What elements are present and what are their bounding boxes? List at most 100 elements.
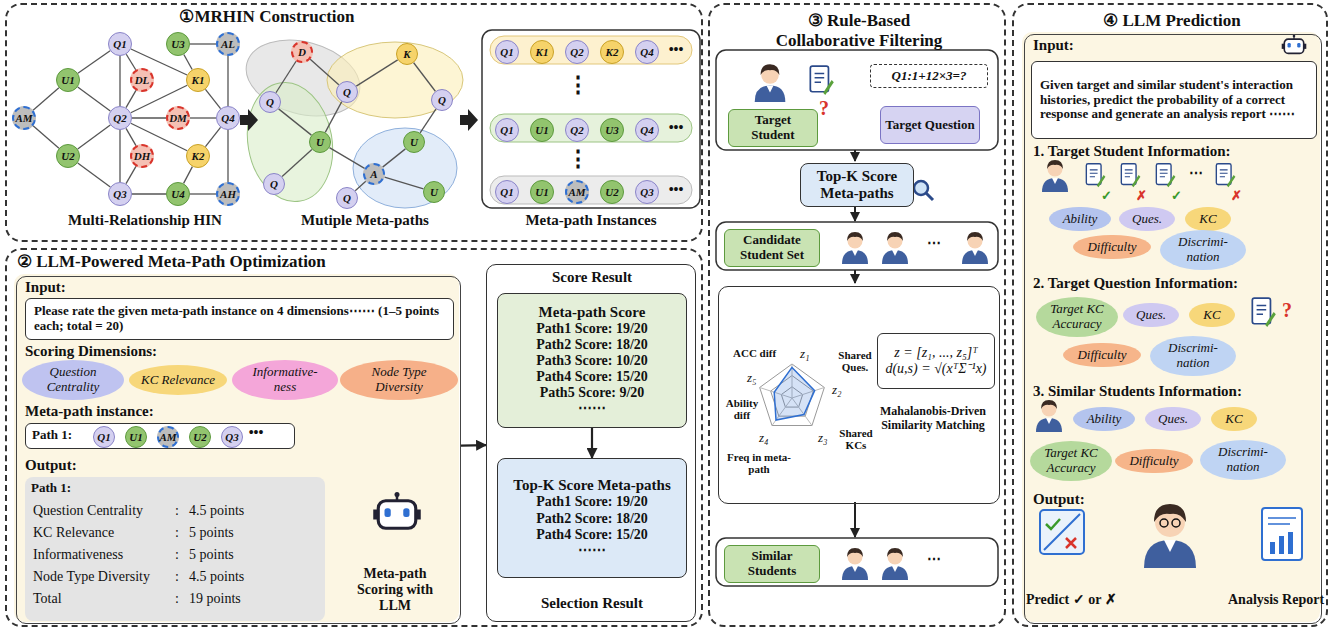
graph-node: U bbox=[309, 131, 331, 153]
node-text: Informativeness bbox=[33, 547, 123, 563]
graph-node: U3 bbox=[166, 32, 190, 56]
label-text: ✓ bbox=[1099, 189, 1113, 202]
question-tag: Target Question bbox=[880, 106, 980, 144]
node-text: Similar Students bbox=[728, 549, 816, 579]
instance-rows bbox=[490, 176, 692, 204]
node-text: Q3 bbox=[225, 431, 238, 444]
graph-link bbox=[190, 193, 216, 194]
node-text: : bbox=[175, 591, 179, 607]
node-text: Output: bbox=[25, 457, 77, 474]
node-text: U2 bbox=[61, 150, 74, 163]
meta-path-ovals bbox=[238, 76, 342, 209]
graph-node: U2 bbox=[600, 180, 624, 204]
prediction-icons bbox=[1086, 164, 1105, 187]
node-text: Ques. bbox=[1136, 308, 1166, 323]
student-icons bbox=[962, 232, 988, 264]
node-text: Question Centrality bbox=[30, 365, 116, 395]
graph-link bbox=[385, 177, 424, 189]
feature-ellipse: Difficulty bbox=[1063, 343, 1141, 368]
node-text: U1 bbox=[535, 186, 548, 199]
feature-ellipse: Difficulty bbox=[1115, 449, 1193, 474]
graph-link bbox=[310, 59, 339, 84]
node-text: z₂ bbox=[832, 383, 842, 398]
prediction-icons bbox=[1172, 519, 1180, 527]
flow-arrow bbox=[591, 428, 593, 458]
label-text: ⋮ bbox=[567, 74, 583, 96]
prompt-box: Please rate the given meta-path instance… bbox=[25, 298, 454, 340]
graph-link bbox=[205, 89, 220, 108]
graph-link bbox=[126, 128, 136, 145]
node-text: 5 points bbox=[189, 525, 234, 541]
instance-rows bbox=[482, 30, 700, 208]
node-text: KC Relevance bbox=[33, 525, 114, 541]
student-icons bbox=[842, 548, 868, 580]
feature-ellipse: KC bbox=[1211, 407, 1257, 432]
node-text: KC bbox=[1203, 308, 1220, 323]
prediction-icons bbox=[1252, 298, 1275, 327]
node-text: Selection Result bbox=[487, 595, 697, 612]
node-text: U bbox=[430, 186, 438, 199]
node-text: Target Student bbox=[732, 113, 814, 143]
prediction-icons bbox=[1156, 164, 1175, 187]
node-text: U3 bbox=[605, 124, 618, 137]
node-text: Q3 bbox=[113, 188, 126, 201]
student-icons bbox=[755, 64, 786, 102]
node-text: Q bbox=[438, 94, 446, 107]
node-text: Path4 Score: 15/20 bbox=[536, 527, 648, 543]
graph-node: D bbox=[291, 41, 313, 63]
node-text: Meta-path Score bbox=[539, 304, 646, 321]
label-text: ? bbox=[817, 98, 831, 118]
feature-ellipse: Difficulty bbox=[1073, 235, 1151, 260]
graph-node: Q3 bbox=[635, 180, 659, 204]
node-text: Path1 Score: 19/20 bbox=[536, 321, 648, 337]
label-text: ••• bbox=[660, 182, 692, 198]
node-text: U2 bbox=[193, 431, 206, 444]
node-text: 2. Target Question Information: bbox=[1033, 275, 1238, 292]
node-text: U4 bbox=[171, 188, 184, 201]
graph-node: U1 bbox=[125, 426, 147, 448]
node-text: : bbox=[175, 503, 179, 519]
feature-ellipse: Discrimi- nation bbox=[1200, 440, 1286, 480]
node-text: K2 bbox=[192, 150, 205, 163]
graph-link bbox=[132, 193, 166, 194]
node-text: Path2 Score: 18/20 bbox=[536, 511, 648, 527]
node-text: 3. Similar Students Information: bbox=[1033, 383, 1242, 400]
graph-link bbox=[227, 130, 228, 182]
node-text: K1 bbox=[192, 74, 205, 87]
stage-panel: ①MRHIN ConstructionQ1U3ALU1DLK1AMQ2DMQ4U… bbox=[5, 3, 703, 242]
node-text: Path 1: bbox=[31, 481, 71, 496]
label-text: Multi-Relationship HIN bbox=[30, 212, 260, 229]
student-icons bbox=[842, 232, 868, 264]
node-text: Ability diff bbox=[723, 397, 761, 421]
meta-path-ovals bbox=[353, 128, 457, 208]
graph-node: Q2 bbox=[108, 106, 132, 130]
node-text: Q1 bbox=[500, 46, 513, 59]
feature-ellipse: KC bbox=[1189, 303, 1235, 328]
prediction-icons bbox=[1216, 164, 1235, 187]
prediction-icons bbox=[1262, 508, 1302, 560]
node-text: Q4 bbox=[221, 112, 234, 125]
student-icons bbox=[882, 232, 908, 264]
graph-node: Q1 bbox=[495, 180, 519, 204]
student-tag: Target Student bbox=[728, 109, 818, 147]
node-text: ③ Rule-Based Collaborative Filtering bbox=[759, 11, 959, 50]
input-ground bbox=[1022, 32, 1320, 622]
graph-node: Q2 bbox=[565, 40, 589, 64]
question-box: Q1:1+12×3=? bbox=[870, 64, 988, 88]
label-text: Analysis Report bbox=[1228, 592, 1324, 608]
node-text: Target KC Accuracy bbox=[1038, 446, 1104, 476]
stage-panel: ② LLM-Powered Meta-Path OptimizationInpu… bbox=[5, 248, 703, 627]
feature-ellipse: Ques. bbox=[1123, 303, 1179, 328]
graph-node: Q1 bbox=[495, 118, 519, 142]
graph-node: K2 bbox=[186, 144, 210, 168]
radar-chart bbox=[760, 364, 825, 426]
label-text: ⋯ bbox=[1184, 166, 1208, 182]
prediction-icons bbox=[1279, 536, 1284, 554]
graph-link bbox=[184, 167, 193, 184]
node-text: K bbox=[403, 48, 410, 61]
student-tag: Candidate Student Set bbox=[724, 229, 820, 267]
node-text: Question Centrality bbox=[33, 503, 143, 519]
graph-node: U1 bbox=[56, 68, 80, 92]
topk-box: Top-K Score Meta-pathsPath1 Score: 19/20… bbox=[497, 458, 687, 578]
node-text: DM bbox=[169, 112, 187, 125]
